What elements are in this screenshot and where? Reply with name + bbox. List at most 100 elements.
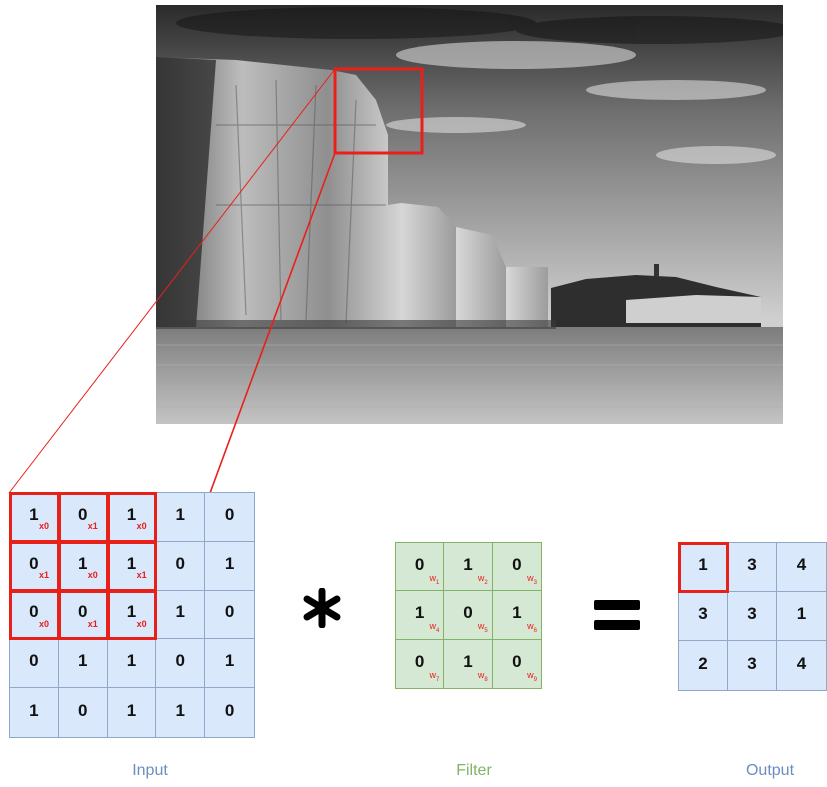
input-cell-value: 0 (77, 504, 88, 524)
filter-cell-value: 0 (463, 602, 473, 622)
filter-weight-letter: w (477, 670, 485, 681)
input-cell: 1 (10, 688, 59, 737)
input-cell-value: 1 (126, 553, 137, 573)
input-cell-weight: x1 (87, 521, 98, 531)
input-cell-value: 0 (29, 651, 39, 671)
filter-cell-weight: w5 (478, 621, 488, 634)
input-cell: 0 (156, 541, 206, 591)
equals-operator (594, 600, 640, 630)
input-cell-value: 1 (175, 602, 186, 622)
input-cell: 1 (156, 590, 206, 640)
input-cell: 1 (156, 688, 206, 737)
filter-weight-index: 4 (435, 627, 440, 634)
output-cell-value: 3 (747, 555, 757, 574)
input-cell: 0 (59, 688, 108, 737)
filter-weight-letter: w (527, 572, 534, 583)
input-cell-value: 1 (126, 504, 137, 524)
filter-weight-letter: w (429, 620, 436, 631)
output-cell: 4 (777, 543, 826, 592)
input-cell-weight: x0 (39, 618, 50, 629)
input-cell-value: 1 (126, 602, 137, 622)
input-cell: 1 (107, 639, 157, 689)
filter-weight-index: 5 (484, 627, 488, 634)
filter-cell-weight: w4 (429, 621, 439, 634)
input-cell-weight: x0 (87, 569, 98, 580)
filter-weight-letter: w (477, 620, 485, 631)
input-cell: 0 (156, 639, 206, 689)
filter-weight-letter: w (527, 670, 534, 681)
output-cell-value: 1 (796, 604, 807, 623)
input-cell-value: 0 (175, 651, 186, 671)
filter-cell-weight: w2 (478, 573, 488, 586)
output-cell: 3 (728, 592, 777, 641)
filter-weight-letter: w (527, 620, 534, 631)
output-cell: 3 (728, 641, 777, 690)
input-cell-value: 1 (224, 553, 235, 573)
filter-label: Filter (456, 762, 492, 779)
input-cell-weight: x1 (87, 618, 98, 629)
output-cell-value: 3 (698, 604, 708, 623)
input-cell-value: 1 (29, 504, 39, 524)
input-cell: 1 (108, 688, 157, 737)
filter-weight-letter: w (429, 670, 436, 681)
filter-cell-weight: w9 (527, 670, 537, 683)
input-cell-value: 0 (224, 700, 235, 720)
input-cell-value: 1 (77, 553, 88, 573)
filter-cell-value: 0 (414, 554, 425, 574)
filter-cell: 0 w9 (493, 640, 541, 688)
input-label: Input (132, 762, 168, 779)
output-label: Output (745, 762, 795, 779)
output-cell-value: 4 (796, 653, 807, 673)
output-cell-value: 2 (698, 653, 708, 673)
input-cell-value: 0 (77, 700, 88, 720)
input-cell-weight: x0 (136, 618, 147, 629)
input-cell-value: 1 (224, 651, 235, 671)
input-cell-weight: x1 (39, 569, 50, 580)
filter-cell-weight: w7 (429, 670, 439, 683)
filter-cell: 0 w3 (492, 543, 541, 592)
filter-weight-index: 6 (533, 627, 537, 634)
filter-cell-value: 0 (512, 651, 522, 671)
input-cell: 0 (205, 688, 254, 737)
filter-cell-weight: w3 (527, 573, 537, 586)
filter-cell-weight: w6 (527, 621, 537, 634)
cliff-photo (156, 5, 783, 424)
convolution-operator (302, 587, 342, 629)
filter-cell-value: 1 (512, 602, 522, 622)
input-cell-weight: x0 (136, 521, 147, 531)
filter-weight-index: 1 (435, 579, 440, 586)
output-cell: 1 (777, 592, 826, 641)
output-cell: 1 (678, 542, 729, 593)
input-cell-weight: x0 (39, 521, 50, 531)
filter-cell-value: 1 (463, 651, 473, 671)
input-cell-value: 0 (29, 602, 39, 622)
filter-cell-value: 0 (414, 651, 425, 671)
filter-weight-letter: w (429, 572, 436, 583)
filter-weight-index: 2 (484, 579, 488, 586)
input-cell: 1 (205, 639, 254, 689)
filter-weight-index: 7 (435, 676, 440, 683)
filter-cell-value: 0 (512, 554, 522, 574)
filter-cell: 1 w2 (444, 543, 493, 592)
filter-cell-value: 1 (463, 554, 473, 574)
output-cell-value: 3 (747, 604, 757, 623)
output-cell: 4 (777, 641, 826, 690)
input-cell-value: 1 (29, 700, 39, 720)
input-cell-value: 0 (29, 553, 39, 573)
output-cell: 3 (728, 543, 777, 592)
input-cell: 0 (205, 591, 254, 640)
input-cell: 0 (10, 639, 59, 689)
input-cell-value: 0 (77, 602, 88, 622)
output-cell: 2 (679, 641, 728, 690)
